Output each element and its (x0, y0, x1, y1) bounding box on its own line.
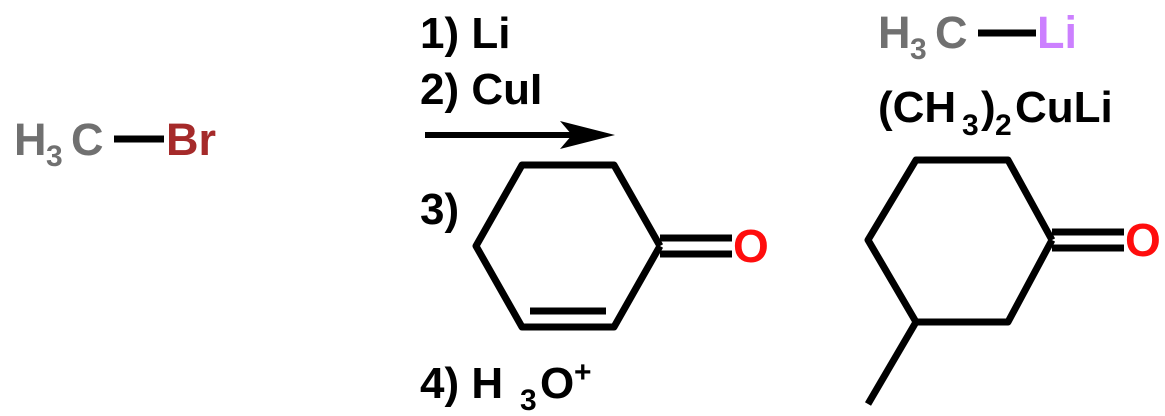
bromine-label: Br (166, 114, 216, 165)
product-oxygen-label: O (1125, 214, 1161, 266)
gilman-open: (CH (878, 83, 956, 132)
gilman-cuLi: CuLi (1015, 83, 1113, 132)
methyllithium: H 3 C Li (878, 7, 1077, 66)
step-4-prefix: 4) H (420, 359, 503, 408)
reactant-methyl-bromide: H 3 C Br (14, 114, 216, 173)
reactant-h: H (14, 114, 47, 165)
step-4-label: 4) H 3 O + (420, 356, 592, 416)
reactant-subscript-3: 3 (46, 140, 63, 173)
step-1-label: 1) Li (420, 9, 510, 58)
enone-oxygen-label: O (733, 220, 769, 272)
gilman-close: ) (981, 83, 996, 132)
step-2-label: 2) CuI (420, 65, 542, 114)
methyllithium-subscript-3: 3 (910, 33, 927, 66)
product-structure (864, 156, 1124, 406)
reactant-c: C (71, 114, 104, 165)
step-4-subscript-3: 3 (520, 384, 537, 416)
gilman-subscript-3: 3 (962, 109, 979, 142)
methyllithium-h: H (878, 7, 911, 58)
step-4-oxygen: O (540, 359, 574, 408)
methyllithium-c: C (935, 7, 968, 58)
reaction-arrow (425, 121, 615, 149)
gilman-subscript-2: 2 (995, 109, 1012, 142)
gilman-reagent: (CH 3 ) 2 CuLi (878, 83, 1113, 142)
step-3-label: 3) (420, 185, 459, 234)
step-4-superscript-plus: + (574, 356, 592, 389)
cyclohexenone-structure (472, 161, 732, 331)
lithium-label: Li (1037, 7, 1077, 58)
